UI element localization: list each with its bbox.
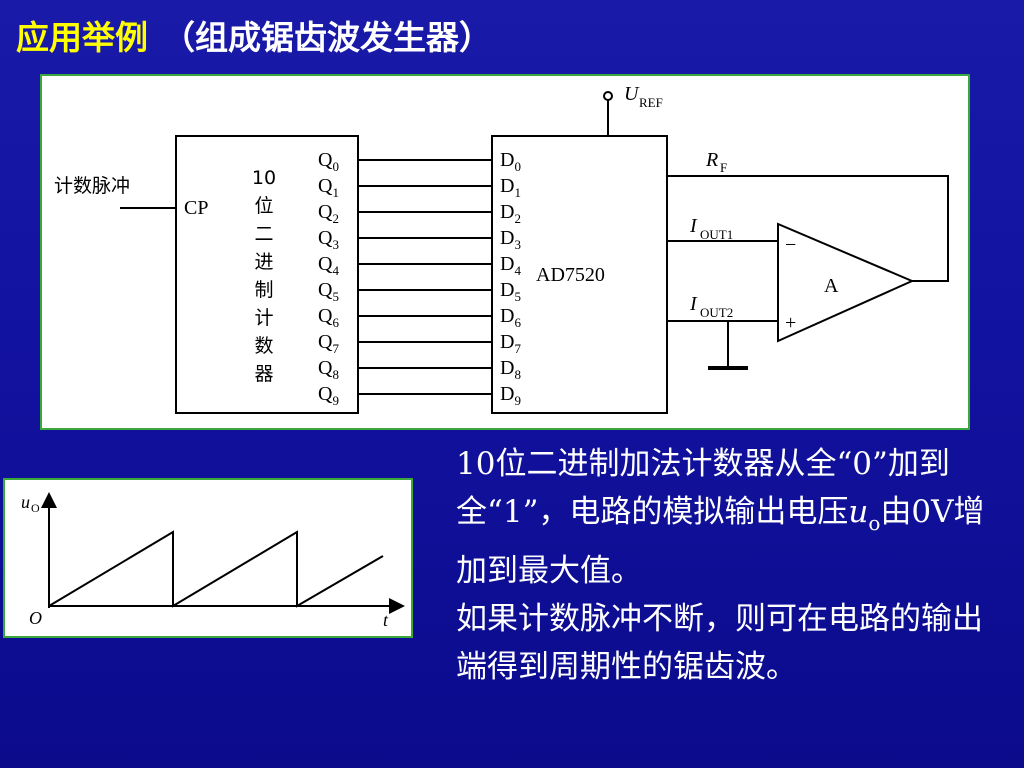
input-label: 计数脉冲 — [54, 175, 130, 197]
counter-label-char: 数 — [254, 335, 273, 357]
opamp-label: A — [824, 275, 839, 297]
d9-label: D9 — [500, 383, 521, 408]
vref-label-sub: REF — [639, 95, 663, 110]
origin-label: O — [29, 608, 42, 628]
opamp-plus: + — [785, 312, 796, 334]
d5-label: D5 — [500, 279, 521, 304]
counter-label-char: 计 — [254, 307, 273, 329]
counter-label-char: 器 — [254, 363, 273, 385]
cp-label: CP — [184, 197, 208, 219]
opamp-minus: − — [785, 234, 796, 256]
vref-terminal — [603, 91, 613, 101]
description: 10位二进制加法计数器从全“0”加到全“1”，电路的模拟输出电压uo由0V增加到… — [420, 440, 1010, 691]
q3-label: Q3 — [318, 227, 339, 252]
dac-block — [491, 135, 668, 414]
title-subtitle: （组成锯齿波发生器） — [162, 18, 492, 57]
data-bus — [358, 159, 492, 395]
counter-label-char: 位 — [254, 195, 273, 217]
d1-label: D1 — [500, 175, 521, 200]
q0-label: Q0 — [318, 149, 339, 174]
q9-label: Q9 — [318, 383, 339, 408]
iout1-label-sub: OUT1 — [700, 227, 733, 242]
sawtooth-line — [48, 530, 384, 608]
iout1-label-main: I — [689, 215, 698, 237]
d0-label: D0 — [500, 149, 521, 174]
rf-label-main: R — [705, 149, 718, 171]
title-main: 应用举例 — [16, 18, 148, 57]
q5-label: Q5 — [318, 279, 339, 304]
counter-label-char: 二 — [254, 223, 273, 245]
slide-title: 应用举例 （组成锯齿波发生器） — [16, 16, 492, 60]
q4-label: Q4 — [318, 253, 339, 278]
q1-label: Q1 — [318, 175, 339, 200]
waveform-svg: u O O t — [21, 492, 405, 630]
d2-label: D2 — [500, 201, 521, 226]
q2-label: Q2 — [318, 201, 339, 226]
desc-p1-text-b: 由0V增加到最大值。 — [456, 494, 985, 589]
q8-label: Q8 — [318, 357, 339, 382]
dac-label: AD7520 — [536, 264, 605, 286]
counter-label-char: 制 — [254, 279, 273, 301]
output-voltage-subscript: o — [868, 511, 881, 535]
d7-label: D7 — [500, 331, 521, 356]
q6-label: Q6 — [318, 305, 339, 330]
rf-label-sub: F — [720, 160, 727, 175]
iout2-label-main: I — [689, 293, 698, 315]
d8-label: D8 — [500, 357, 521, 382]
x-axis-label: t — [383, 610, 389, 630]
d6-label: D6 — [500, 305, 521, 330]
sawtooth-waveform: u O O t — [3, 478, 413, 638]
d4-label: D4 — [500, 253, 521, 278]
description-paragraph-2: 如果计数脉冲不断，则可在电路的输出端得到周期性的锯齿波。 — [456, 601, 983, 685]
description-paragraph-1: 10位二进制加法计数器从全“0”加到全“1”，电路的模拟输出电压uo由0V增加到… — [420, 440, 1010, 595]
counter-block — [175, 135, 359, 414]
opamp-triangle — [777, 222, 915, 343]
vref-label-main: U — [624, 83, 640, 105]
desc-p1-text-a: 10位二进制加法计数器从全“0”加到全“1”，电路的模拟输出电压 — [456, 446, 950, 530]
output-voltage-symbol: u — [848, 494, 869, 530]
iout2-label-sub: OUT2 — [700, 305, 733, 320]
d3-label: D3 — [500, 227, 521, 252]
counter-label-char: 进 — [254, 251, 273, 273]
y-axis-label-sub: O — [31, 501, 40, 515]
y-axis-label-main: u — [21, 492, 30, 512]
rf-feedback-wire — [667, 175, 949, 282]
q7-label: Q7 — [318, 331, 339, 356]
counter-label-char: 10 — [252, 167, 276, 189]
